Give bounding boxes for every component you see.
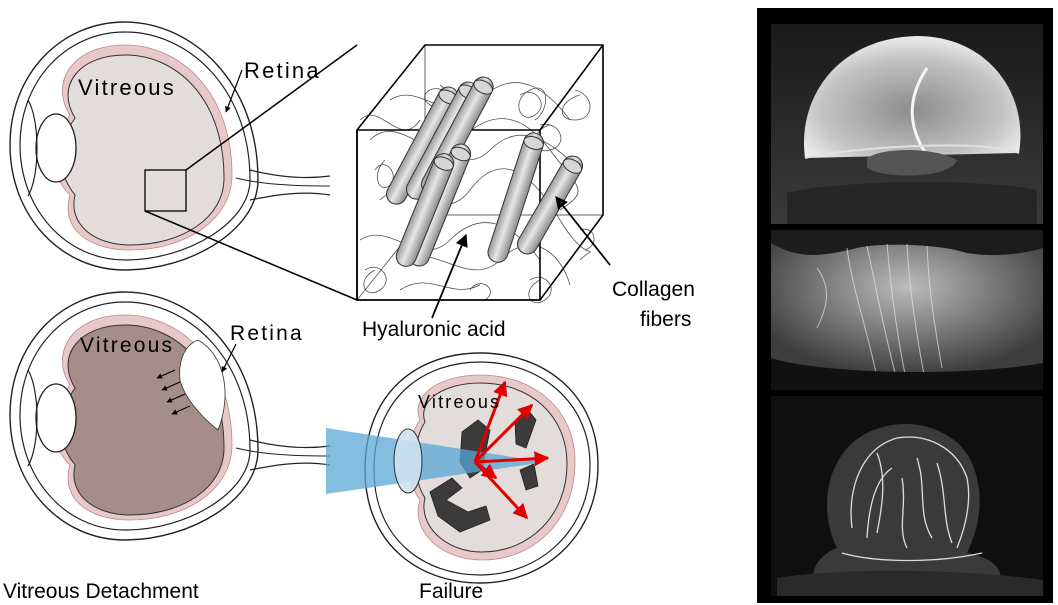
photo-frame-1	[771, 24, 1043, 224]
collagen-label-line1: Collagen	[612, 278, 695, 301]
hyaluronic-acid-label: Hyaluronic acid	[362, 318, 506, 341]
eye-detachment: Vitreous Retina	[10, 292, 330, 540]
photo-frame-2	[771, 230, 1043, 390]
vitreous-microstructure-cube	[357, 45, 603, 303]
hyaluronic-pointer	[432, 235, 466, 318]
retina-label-detachment: Retina	[230, 322, 304, 345]
eye-failure: Vitreous	[326, 353, 598, 583]
collagen-label-line2: fibers	[640, 308, 691, 331]
vitreous-label-normal: Vitreous	[78, 75, 176, 100]
collagen-pointer	[556, 197, 610, 265]
photo-panel	[757, 8, 1053, 603]
vitreous-label-detachment: Vitreous	[80, 334, 174, 357]
caption-failure: Failure	[419, 580, 483, 603]
caption-vitreous-detachment: Vitreous Detachment	[3, 580, 199, 603]
vitreous-label-failure: Vitreous	[418, 392, 501, 412]
eye-normal: Vitreous Retina	[10, 22, 330, 270]
photo-frame-3	[771, 396, 1043, 596]
